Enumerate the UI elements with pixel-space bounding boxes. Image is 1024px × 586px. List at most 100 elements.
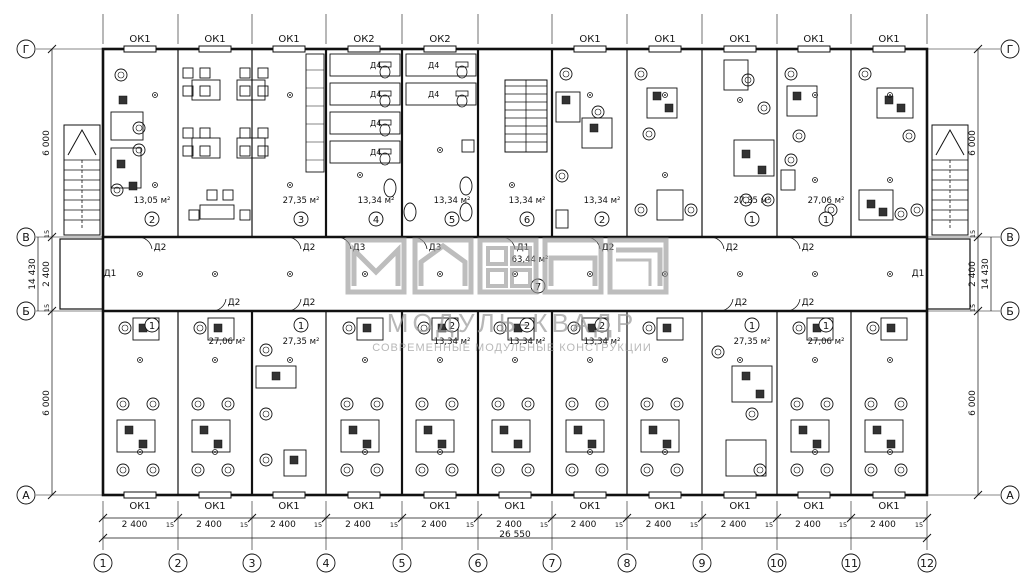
computer <box>886 323 896 333</box>
ceiling-light <box>512 357 518 363</box>
light-dot <box>214 273 216 275</box>
chair <box>741 73 755 87</box>
chair-seat <box>897 400 905 408</box>
chair <box>792 129 806 143</box>
dim-tick <box>247 513 257 523</box>
chair-seat <box>714 348 722 356</box>
ceiling-light <box>212 449 218 455</box>
wc-stall <box>329 111 401 135</box>
chair-seat <box>787 156 795 164</box>
chair <box>595 397 609 411</box>
chair-seat <box>687 206 695 214</box>
desk <box>356 317 384 341</box>
axis-col-circle-5 <box>392 553 412 573</box>
logo-arch-icon <box>548 255 598 286</box>
dim-gap-0: 15 <box>166 521 174 529</box>
wc-door-label-0: Д4 <box>370 61 381 70</box>
ceiling-light <box>437 357 443 363</box>
chair-seat <box>744 76 752 84</box>
dim-tick <box>547 513 557 523</box>
ceiling-light <box>287 357 293 363</box>
bottom-window-label-0: ОК1 <box>129 501 150 512</box>
chair-seat <box>113 186 121 194</box>
chair <box>259 343 273 357</box>
chair <box>745 407 759 421</box>
toilet-bowl <box>379 94 391 108</box>
top-room-num-4: 5 <box>449 215 455 226</box>
top-room-area-4: 13,34 м² <box>434 196 471 206</box>
left-dim-top: 6 000 <box>42 130 52 156</box>
ceiling-light <box>287 182 293 188</box>
chair <box>820 463 834 477</box>
door-swing-top-7 <box>785 236 801 250</box>
desk <box>555 209 569 229</box>
stool <box>257 67 269 79</box>
top-window-label-9: ОК1 <box>803 34 824 45</box>
chair <box>634 67 648 81</box>
bottom-window-label-2: ОК1 <box>278 501 299 512</box>
desk <box>780 169 796 191</box>
light-dot <box>364 451 366 453</box>
computer <box>741 149 751 159</box>
wc-stall <box>405 82 477 106</box>
axis-col-circle-12 <box>917 553 937 573</box>
ceiling-light <box>587 449 593 455</box>
bottom-room-area-6: 13,34 м² <box>584 337 621 347</box>
ceiling-light <box>362 357 368 363</box>
light-dot <box>439 451 441 453</box>
wc-door-label-3: Д4 <box>370 148 381 157</box>
axis-row-left-circle-3 <box>16 485 36 505</box>
chair-seat <box>570 324 578 332</box>
chair-seat <box>598 466 606 474</box>
chair <box>146 463 160 477</box>
dim-gap-9: 15 <box>839 521 847 529</box>
light-dot <box>289 273 291 275</box>
door-label-bottom-0: Д2 <box>228 298 241 308</box>
chair-seat <box>867 466 875 474</box>
stool <box>199 127 211 139</box>
bottom-room-area-8: 27,35 м² <box>734 337 771 347</box>
toilet-tank <box>378 61 392 68</box>
chair-seat <box>756 466 764 474</box>
computer <box>798 425 808 435</box>
light-dot <box>814 273 816 275</box>
door-swing-bot-2 <box>718 298 734 312</box>
bottom-window-7 <box>648 491 682 499</box>
top-window-label-3: ОК2 <box>353 34 374 45</box>
computer <box>741 371 751 381</box>
desk <box>656 317 684 341</box>
dim-tick <box>697 513 707 523</box>
bottom-room-num-circle-5 <box>519 317 535 333</box>
axis-col-label-6: 6 <box>475 557 482 570</box>
desk <box>656 189 684 221</box>
chair <box>864 397 878 411</box>
axis-col-circle-7 <box>542 553 562 573</box>
bottom-room-num-circle-0 <box>144 317 160 333</box>
computer <box>348 425 358 435</box>
light-dot <box>814 94 816 96</box>
door-label-right: Д1 <box>912 269 925 279</box>
ceiling-light <box>357 172 363 178</box>
bottom-window-9 <box>797 491 831 499</box>
chair <box>132 121 146 135</box>
dim-gap-5: 15 <box>540 521 548 529</box>
bottom-room-area-1: 27,06 м² <box>209 337 246 347</box>
door-label-bottom-2: Д2 <box>735 298 748 308</box>
bottom-room-num-8: 1 <box>749 321 755 332</box>
chair <box>415 397 429 411</box>
right-entry <box>926 238 971 310</box>
logo-grid-icon <box>486 246 508 266</box>
washbasin <box>459 176 473 196</box>
dim-module-7: 2 400 <box>646 520 672 530</box>
dim-module-1: 2 400 <box>196 520 222 530</box>
top-window-label-7: ОК1 <box>654 34 675 45</box>
desk <box>864 419 904 453</box>
light-dot <box>589 273 591 275</box>
chair-seat <box>119 400 127 408</box>
computer <box>362 439 372 449</box>
top-window-label-6: ОК1 <box>579 34 600 45</box>
top-room-area-3: 13,34 м² <box>358 196 395 206</box>
chair-seat <box>418 466 426 474</box>
desk <box>876 87 914 119</box>
bottom-window-label-10: ОК1 <box>878 501 899 512</box>
